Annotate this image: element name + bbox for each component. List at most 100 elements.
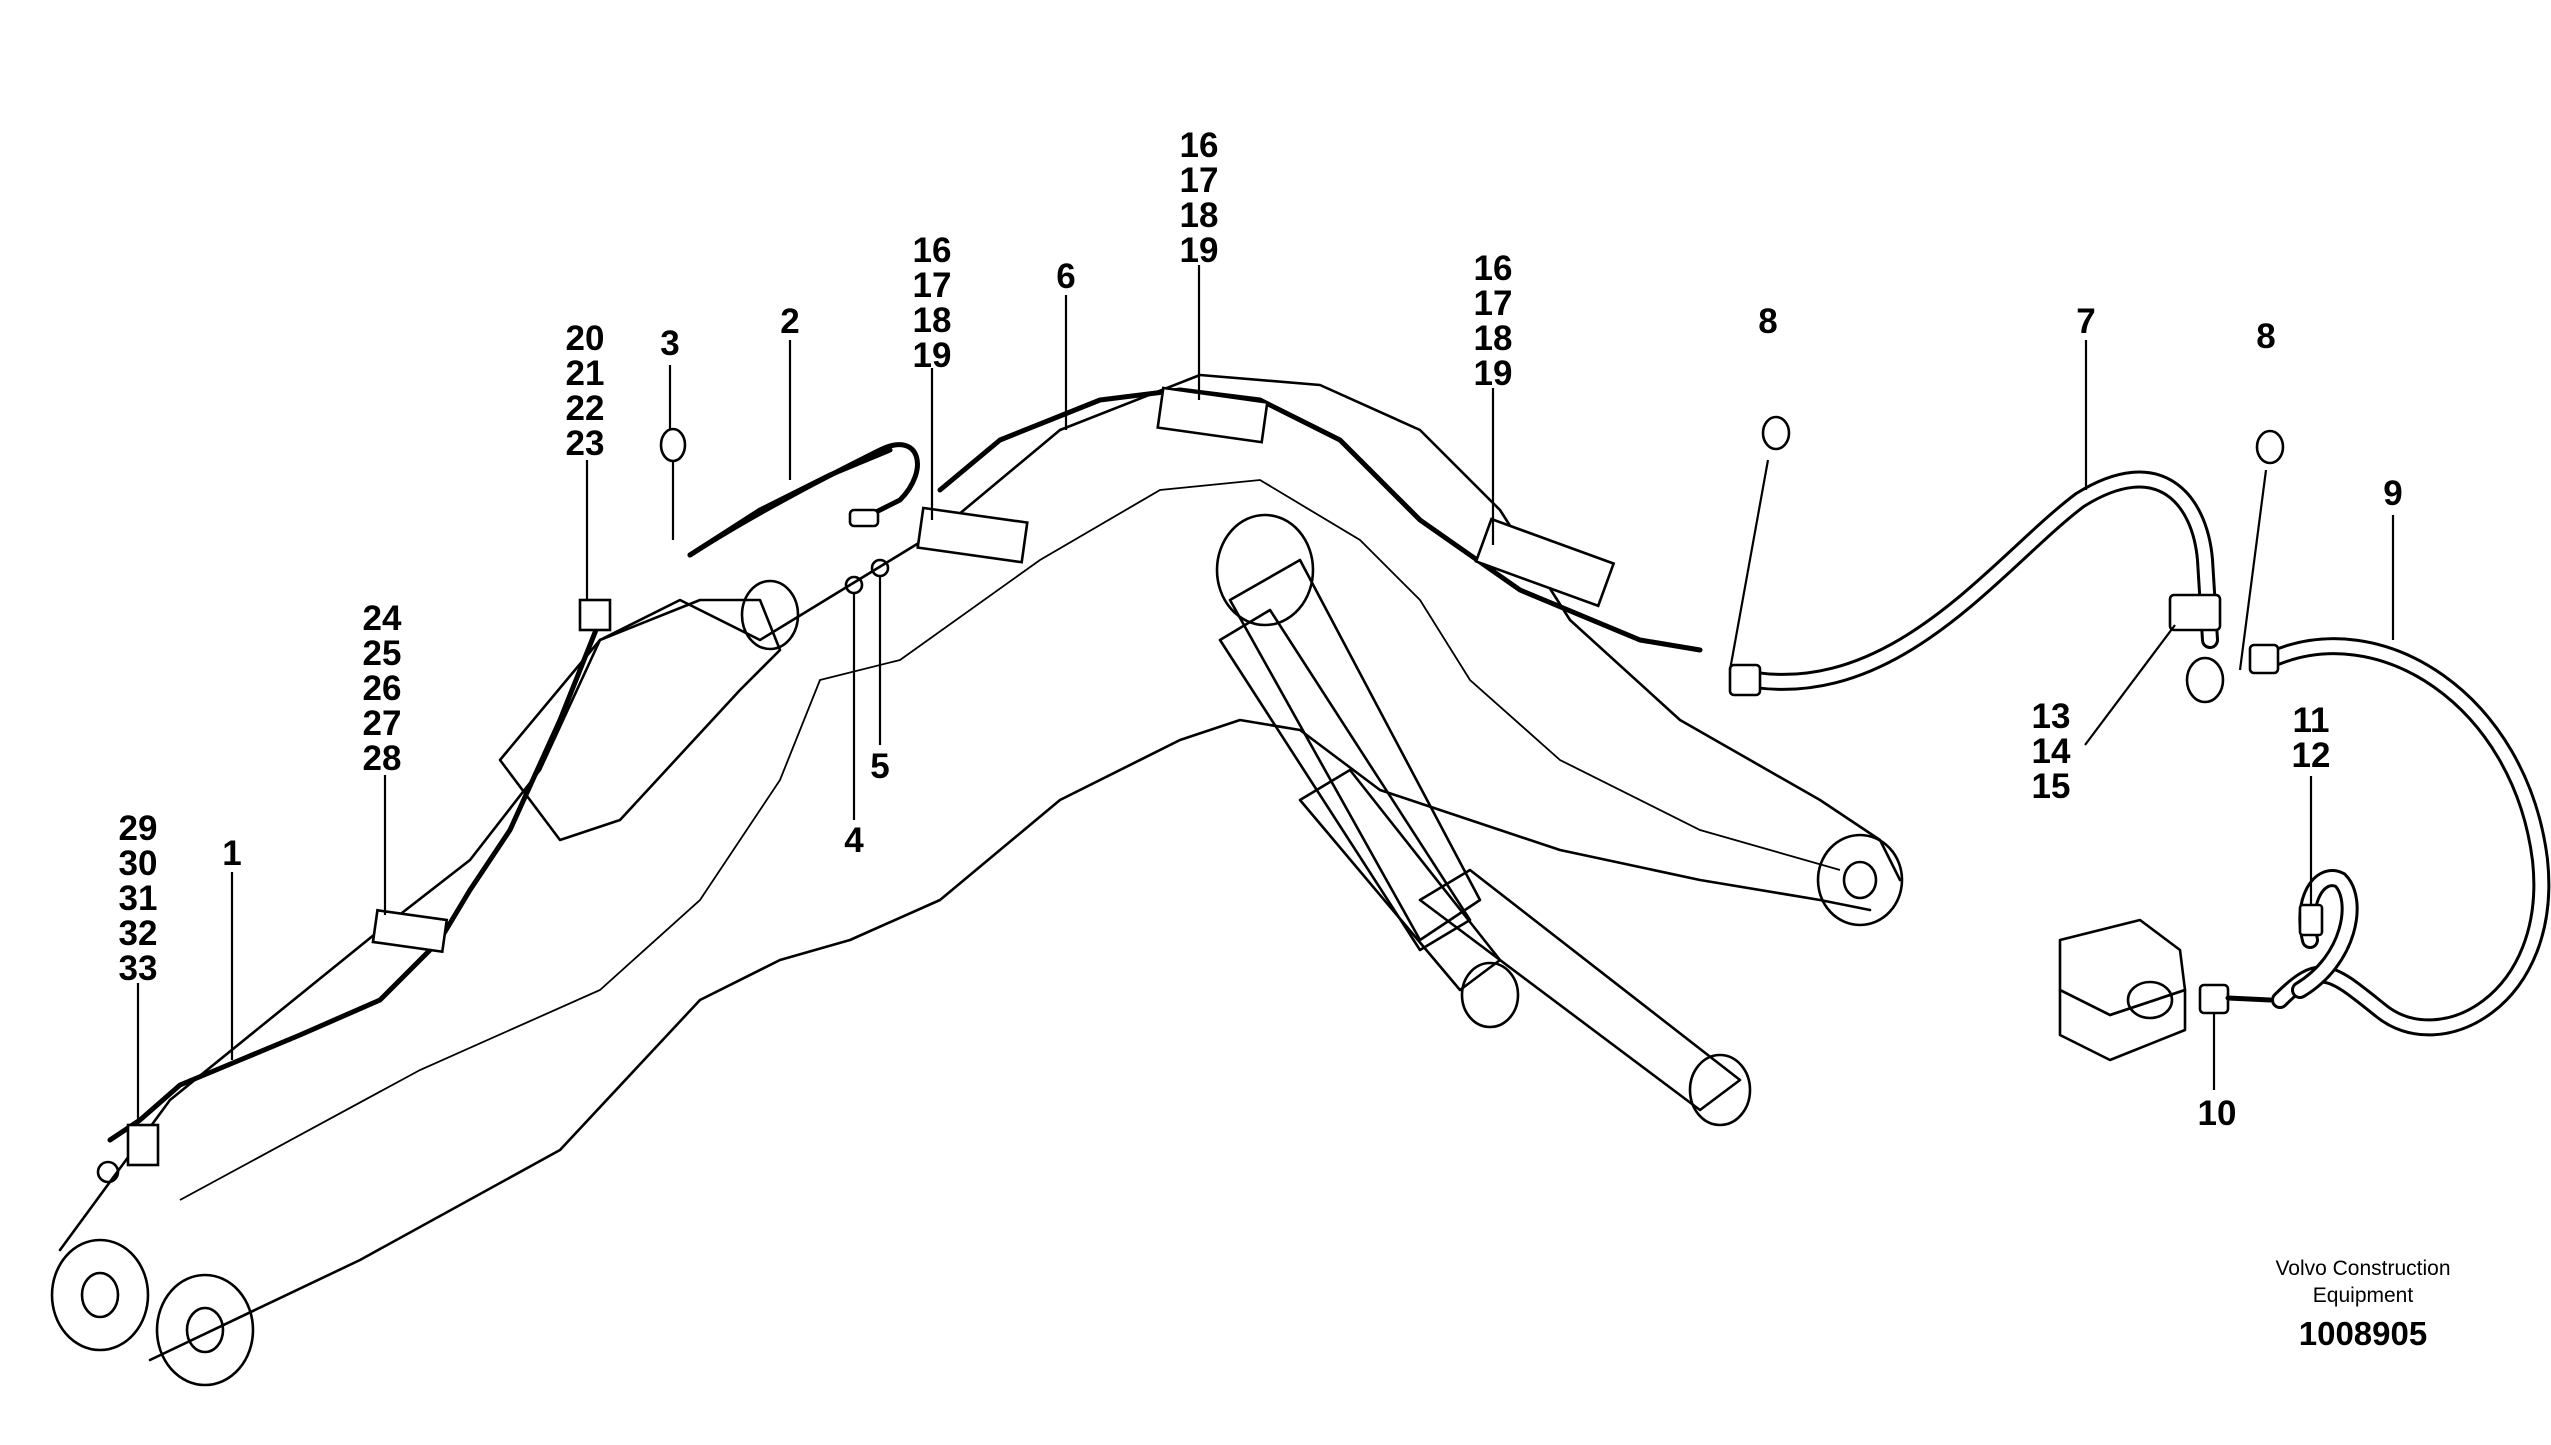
callout-20: 20 (566, 319, 605, 358)
hose-7-inner (1749, 473, 2216, 688)
callout-16: 16 (1180, 126, 1219, 165)
callout-group-24-28: 24 25 26 27 28 (363, 599, 402, 778)
boom-foot-lug-left (50, 1238, 150, 1352)
o-ring-3 (659, 427, 687, 463)
callout-4: 4 (844, 821, 864, 860)
boom-cylinder (1228, 558, 1482, 942)
hose-7-elbow (2185, 656, 2225, 704)
hose-7-end-fitting (1728, 663, 1762, 697)
arm-cylinder-rod (1298, 768, 1502, 992)
cylinder-mount-plate (498, 598, 782, 842)
valve-block (2058, 918, 2273, 1062)
callout-29: 29 (119, 809, 158, 848)
hose-7-bracket-13-15 (2168, 593, 2222, 632)
nut-29-33 (96, 1160, 120, 1184)
clamp-block-20-23 (578, 598, 612, 632)
figure-caption: Volvo Construction Equipment 1008905 (2275, 1257, 2450, 1352)
arm-cylinder-eye (1460, 961, 1520, 1029)
fitting-5 (870, 558, 890, 578)
callout-10: 10 (2198, 1094, 2237, 1133)
callout-3: 3 (660, 324, 679, 363)
callout-13: 13 (2032, 697, 2071, 736)
document-number: 1008905 (2299, 1315, 2427, 1352)
callout-18: 18 (913, 301, 952, 340)
hose-9-clamp-11-12 (2298, 903, 2324, 937)
callout-group-16-19-a: 16 17 18 19 (913, 231, 952, 375)
valve-block-port (2126, 980, 2174, 1020)
callout-17: 17 (1474, 284, 1513, 323)
callout-8-a: 8 (1758, 302, 1777, 341)
hose-9-end-fitting (2248, 643, 2280, 675)
o-ring-8-a (1761, 415, 1791, 451)
boom-tip-lug-hole (1842, 860, 1878, 900)
hose-9-inner (2264, 640, 2548, 1034)
callout-8-b: 8 (2256, 317, 2275, 356)
callout-19: 19 (1474, 354, 1513, 393)
arm-cylinder (1218, 608, 1472, 952)
leader-13-15 (2084, 624, 2176, 746)
callout-7: 7 (2076, 302, 2095, 341)
boom-assembly (50, 373, 1904, 1387)
callout-16: 16 (913, 231, 952, 270)
pipe-1 (107, 617, 603, 1143)
callout-19: 19 (913, 336, 952, 375)
callout-19: 19 (1180, 231, 1219, 270)
boom-foot-lug-right (155, 1273, 255, 1387)
callout-5: 5 (870, 747, 889, 786)
clamp-block-29-33 (126, 1123, 160, 1167)
valve-block-base (2058, 988, 2187, 1062)
caption-company: Volvo Construction (2275, 1257, 2450, 1280)
callout-group-29-33: 29 30 31 32 33 (119, 809, 158, 988)
caption-division: Equipment (2313, 1284, 2414, 1307)
callout-16: 16 (1474, 249, 1513, 288)
boom-foot-lug-right-hole (185, 1306, 225, 1354)
boom-cylinder-eye (1688, 1053, 1752, 1127)
hose-9 (2248, 637, 2551, 1037)
callout-2: 2 (780, 302, 799, 341)
hose-9-loop-inner (2294, 872, 2356, 996)
callout-group-16-19-c: 16 17 18 19 (1474, 249, 1513, 393)
callout-24: 24 (363, 599, 402, 638)
callout-32: 32 (119, 914, 158, 953)
callout-31: 31 (119, 879, 158, 918)
callout-group-13-15: 13 14 15 (2032, 697, 2071, 806)
fitting-4 (844, 575, 864, 595)
leader-8a (1728, 459, 1770, 671)
callout-33: 33 (119, 949, 158, 988)
leader-lines (136, 265, 2395, 1125)
callout-23: 23 (566, 424, 605, 463)
callout-14: 14 (2032, 732, 2071, 771)
clamp-block-a (916, 506, 1029, 564)
callout-25: 25 (363, 634, 402, 673)
o-ring-8-b (2255, 429, 2285, 465)
hose-2-fitting (848, 508, 880, 528)
callout-group-16-19-b: 16 17 18 19 (1180, 126, 1219, 270)
callout-28: 28 (363, 739, 402, 778)
boom-foot-lug-left-hole (80, 1271, 120, 1319)
boom-pipework (107, 387, 1703, 1143)
callout-17: 17 (913, 266, 952, 305)
callout-1: 1 (222, 834, 241, 873)
fitting-10 (2198, 983, 2230, 1015)
boom-tip-lug (1816, 833, 1904, 927)
callout-22: 22 (566, 389, 605, 428)
boom-top-edge (58, 373, 1902, 1252)
hose-2 (687, 442, 920, 558)
callout-6: 6 (1056, 257, 1075, 296)
clamp-block-24-28 (371, 908, 449, 954)
callout-11: 11 (2293, 701, 2330, 740)
callout-17: 17 (1180, 161, 1219, 200)
callout-18: 18 (1180, 196, 1219, 235)
mount-pin-bore (740, 579, 800, 651)
leader-8b (2238, 469, 2268, 671)
callouts: 1 2 3 4 5 6 7 8 8 9 10 11 12 13 14 15 16… (119, 126, 2403, 1133)
hose-7 (1728, 470, 2225, 704)
callout-12: 12 (2292, 736, 2331, 775)
callout-group-20-23: 20 21 22 23 (566, 319, 605, 463)
hose-2-line (687, 442, 920, 558)
clamp-block-c (1474, 517, 1616, 608)
boom-web-line (179, 479, 1841, 1201)
clamp-block-b (1156, 386, 1269, 444)
callout-30: 30 (119, 844, 158, 883)
